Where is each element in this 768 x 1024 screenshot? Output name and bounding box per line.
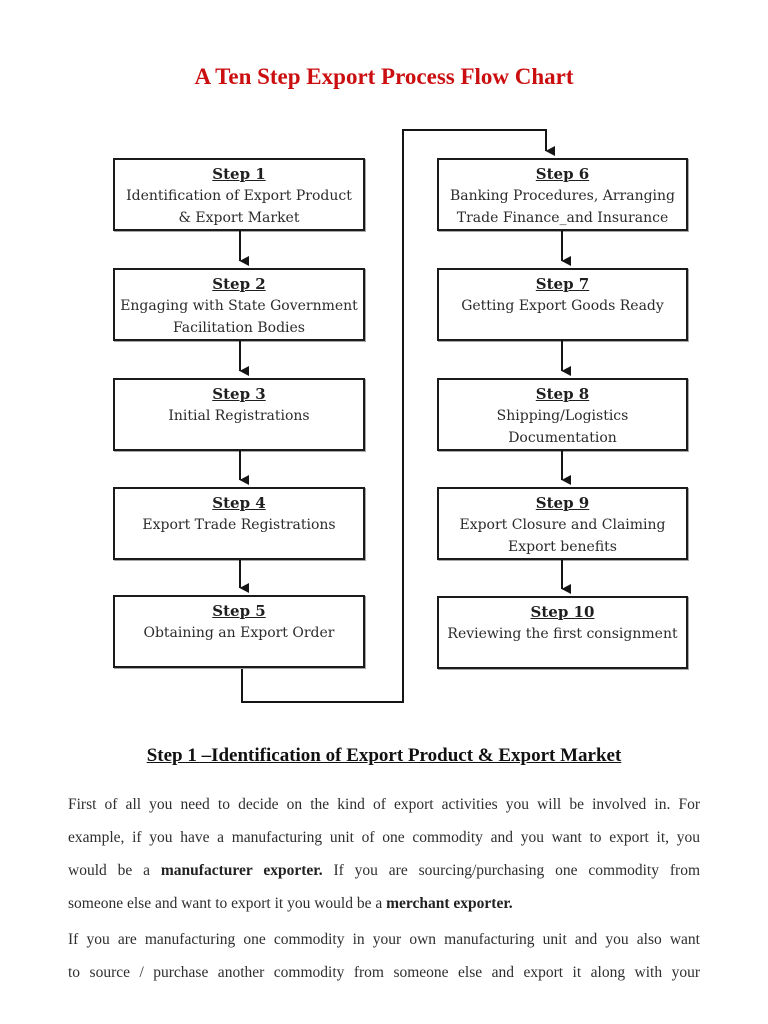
step-box-1: Step 1 Identification of Export Product …: [113, 158, 365, 231]
step-4-label: Step 4: [212, 494, 266, 512]
step-7-text-line1: Getting Export Goods Ready: [461, 298, 664, 314]
step-6-label: Step 6: [535, 165, 590, 183]
page-title: A Ten Step Export Process Flow Chart: [194, 64, 574, 89]
text-segment: would be a: [68, 862, 161, 879]
step-1-text-line2: & Export Market: [178, 210, 300, 226]
step-9-text-line1: Export Closure and Claiming: [459, 517, 666, 533]
step-8-text-line2: Documentation: [508, 430, 617, 446]
step-3-label: Step 3: [212, 385, 266, 403]
step-2-text-line1: Engaging with State Government: [120, 298, 358, 314]
step-2-label: Step 2: [212, 275, 266, 293]
text-line: example, if you have a manufacturing uni…: [68, 821, 700, 854]
paragraph-1: First of all you need to decide on the k…: [68, 788, 700, 920]
section-heading: Step 1 –Identification of Export Product…: [146, 745, 622, 766]
bold-text: manufacturer exporter.: [160, 862, 323, 879]
step-box-5: Step 5 Obtaining an Export Order: [113, 595, 365, 668]
paragraph-2: If you are manufacturing one commodity i…: [68, 923, 700, 989]
text-line: If you are manufacturing one commodity i…: [68, 923, 700, 956]
step-10-text-line1: Reviewing the first consignment: [447, 626, 678, 642]
step-box-2: Step 2 Engaging with State Government Fa…: [113, 268, 365, 341]
text-segment: to source / purchase another commodity f…: [68, 964, 700, 981]
step-9-label: Step 9: [535, 494, 590, 512]
step-box-10: Step 10 Reviewing the first consignment: [437, 596, 688, 669]
text-line: would be a manufacturer exporter. If you…: [68, 854, 700, 887]
connector-step5-step6: [241, 129, 555, 703]
step-6-text-line2: Trade Finance_and Insurance: [456, 210, 669, 226]
step-box-4: Step 4 Export Trade Registrations: [113, 487, 365, 560]
body-text: First of all you need to decide on the k…: [68, 788, 700, 992]
step-box-9: Step 9 Export Closure and Claiming Expor…: [437, 487, 688, 560]
step-1-text-line1: Identification of Export Product: [126, 188, 352, 204]
step-4-text-line1: Export Trade Registrations: [142, 517, 336, 533]
step-5-label: Step 5: [212, 602, 266, 620]
step-10-label: Step 10: [530, 603, 595, 621]
step-9-text-line2: Export benefits: [508, 539, 617, 555]
text-segment: First of all you need to decide on the k…: [68, 796, 700, 813]
bold-text: merchant exporter.: [386, 895, 513, 912]
text-segment: someone else and want to export it you w…: [68, 895, 387, 912]
step-box-7: Step 7 Getting Export Goods Ready: [437, 268, 688, 341]
step-box-8: Step 8 Shipping/Logistics Documentation: [437, 378, 688, 451]
step-6-text-line1: Banking Procedures, Arranging: [449, 188, 676, 204]
text-line: First of all you need to decide on the k…: [68, 788, 700, 821]
text-segment: example, if you have a manufacturing uni…: [68, 829, 700, 846]
text-line: to source / purchase another commodity f…: [68, 956, 700, 989]
text-segment: If you are sourcing/purchasing one commo…: [322, 862, 700, 879]
step-7-label: Step 7: [535, 275, 590, 293]
step-2-text-line2: Facilitation Bodies: [173, 320, 305, 336]
step-1-label: Step 1: [212, 165, 266, 183]
step-5-text-line1: Obtaining an Export Order: [143, 625, 335, 641]
step-8-label: Step 8: [535, 385, 590, 403]
text-line: someone else and want to export it you w…: [68, 887, 700, 920]
step-3-text-line1: Initial Registrations: [168, 408, 310, 424]
flow-connectors: [239, 129, 571, 703]
step-8-text-line1: Shipping/Logistics: [496, 408, 629, 424]
step-box-3: Step 3 Initial Registrations: [113, 378, 365, 451]
text-segment: If you are manufacturing one commodity i…: [68, 931, 700, 948]
step-box-6: Step 6 Banking Procedures, Arranging Tra…: [437, 158, 688, 231]
